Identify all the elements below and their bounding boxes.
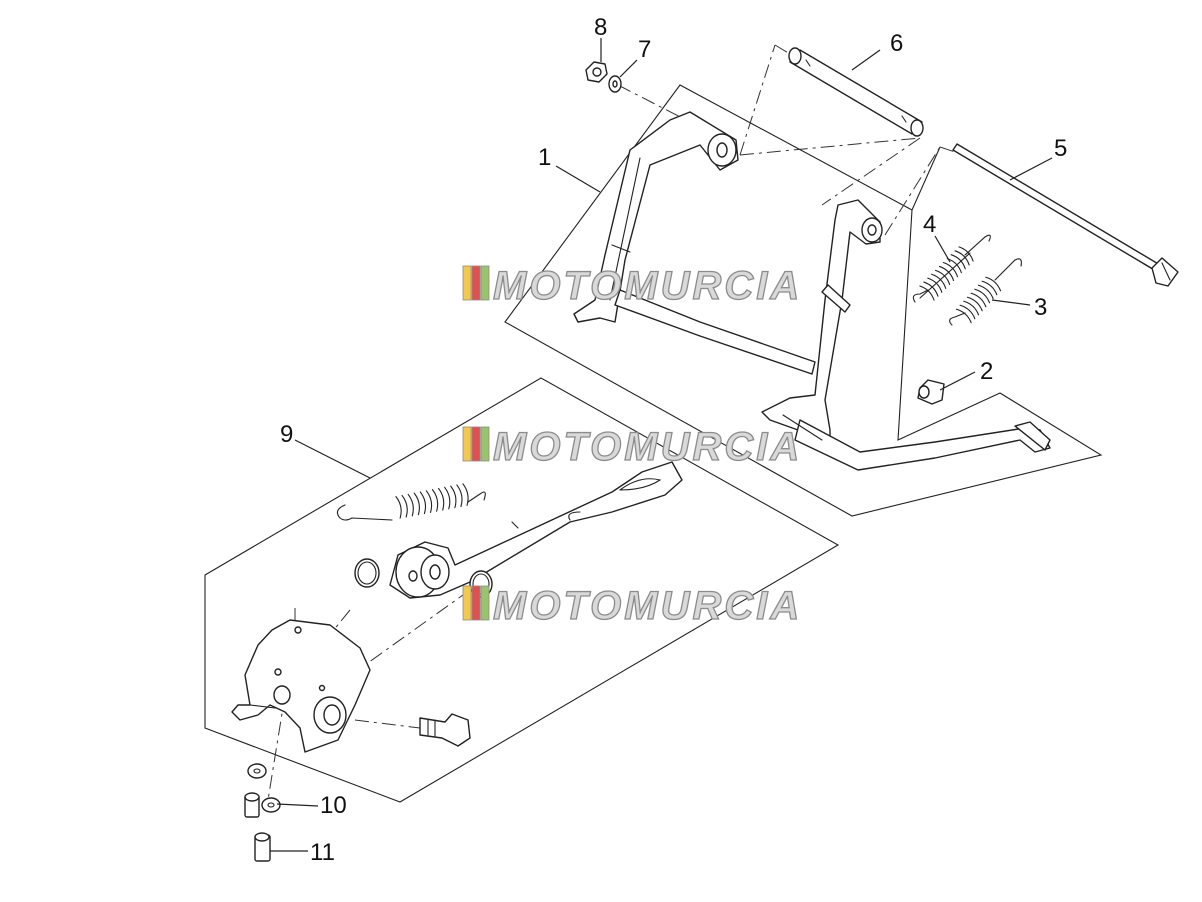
watermark-middle: MOTOMURCIA	[462, 424, 802, 470]
side-stand-o-ring-left[interactable]	[354, 558, 380, 588]
watermark-stripe-red	[471, 585, 481, 621]
callout-9[interactable]: 9	[280, 421, 293, 448]
spring-coil	[977, 284, 994, 300]
spring-coil	[938, 265, 955, 282]
watermark-stripe-red	[471, 426, 481, 462]
bumper-part-2[interactable]	[917, 379, 945, 405]
callout-labels: 1 2 3 4 5 6 7 8 9 10 11	[280, 14, 1067, 866]
spring-coil	[955, 308, 972, 324]
spring-coil	[970, 292, 987, 308]
callout-2[interactable]: 2	[980, 358, 993, 385]
spring-coil	[425, 490, 433, 513]
side-stand-bolt[interactable]	[419, 713, 471, 747]
spring-coil	[974, 288, 991, 304]
spring-coil	[942, 261, 959, 278]
spring-coil	[438, 487, 445, 511]
watermark-top: MOTOMURCIA	[462, 263, 802, 309]
callout-10[interactable]: 10	[320, 792, 347, 819]
spring-coil	[919, 285, 935, 301]
callout-6[interactable]: 6	[890, 30, 903, 57]
side-stand-bracket[interactable]	[231, 619, 371, 753]
callout-5[interactable]: 5	[1054, 135, 1067, 162]
spring-coil	[444, 486, 451, 510]
spring-part-3[interactable]	[949, 258, 1022, 326]
watermark-stripe-red	[471, 265, 481, 301]
center-stand-part-1[interactable]	[573, 111, 1051, 471]
watermark-stripe-green	[480, 265, 490, 301]
spring-coil	[462, 483, 469, 506]
side-stand-spring[interactable]	[336, 483, 486, 521]
assembly-lines	[267, 44, 956, 801]
side-stand-frame	[204, 377, 840, 803]
spring-coil	[395, 496, 402, 519]
washer-part-7[interactable]	[608, 75, 622, 93]
watermark-text: MOTOMURCIA	[493, 425, 802, 469]
watermark-text: MOTOMURCIA	[493, 264, 802, 308]
watermark-stripe-green	[480, 585, 490, 621]
watermark-text: MOTOMURCIA	[493, 584, 802, 628]
callout-3[interactable]: 3	[1034, 294, 1047, 321]
spring-coil	[413, 492, 420, 516]
screw-left[interactable]	[244, 792, 260, 818]
spring-coil	[923, 281, 939, 297]
spring-coil	[959, 304, 976, 320]
spring-coil	[981, 280, 998, 296]
spring-coil	[431, 489, 439, 512]
center-stand-frame	[504, 84, 1103, 517]
callout-11[interactable]: 11	[310, 839, 335, 866]
leader-lines	[270, 38, 1053, 852]
spring-coil	[985, 276, 1002, 292]
watermark-bottom: MOTOMURCIA	[462, 583, 802, 629]
spring-coil	[450, 485, 457, 509]
watermark-stripe-yellow	[462, 265, 472, 301]
spring-part-4[interactable]	[912, 234, 991, 303]
callout-1[interactable]: 1	[538, 144, 551, 171]
watermark-stripe-yellow	[462, 585, 472, 621]
spring-coil	[927, 277, 943, 293]
spring-coil	[931, 273, 947, 289]
spring-coil	[401, 494, 408, 518]
nut-part-8[interactable]	[585, 61, 608, 83]
pin-part-6[interactable]	[788, 47, 924, 137]
spring-coil	[407, 493, 414, 517]
spring-coil	[934, 269, 951, 286]
spring-coil	[419, 491, 427, 515]
washer-small-left[interactable]	[247, 763, 267, 779]
spring-coil	[954, 250, 970, 266]
watermark-stripe-green	[480, 426, 490, 462]
spring-coil	[963, 300, 980, 316]
spring-coil	[950, 254, 966, 270]
side-stand-leg[interactable]	[389, 461, 683, 599]
spring-coil	[966, 296, 983, 312]
callout-4[interactable]: 4	[923, 211, 936, 238]
washer-part-10[interactable]	[261, 797, 281, 813]
callout-7[interactable]: 7	[638, 36, 651, 63]
callout-8[interactable]: 8	[594, 14, 607, 41]
watermark-stripe-yellow	[462, 426, 472, 462]
spring-coil	[456, 484, 463, 508]
bolt-part-5[interactable]	[952, 143, 1179, 287]
screw-part-11[interactable]	[254, 832, 271, 862]
